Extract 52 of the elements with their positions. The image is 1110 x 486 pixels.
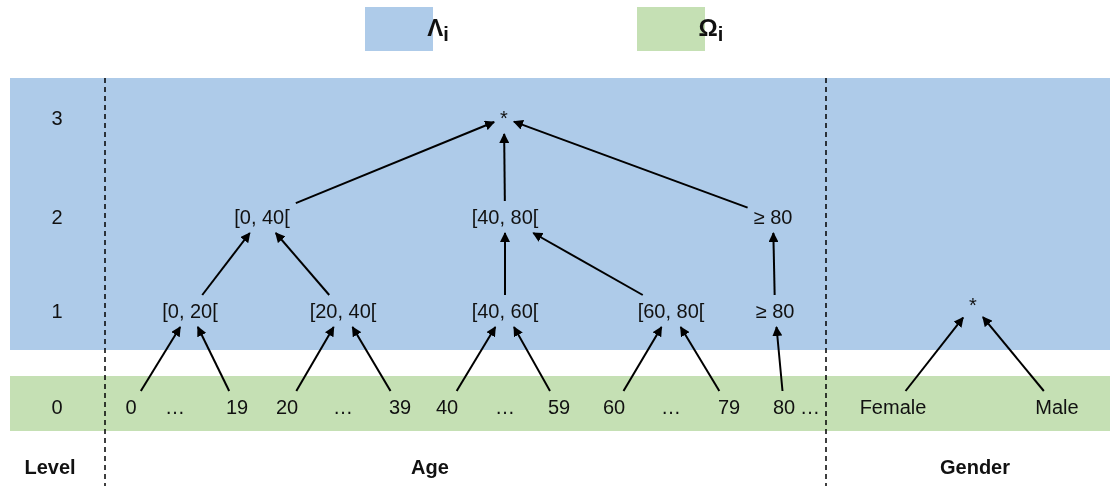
value-label: [0, 40[ [231,204,293,230]
level-number: 3 [51,107,63,129]
value-label: 80 [769,394,799,420]
value-label: [20, 40[ [306,298,380,324]
value-label: 59 [544,394,574,420]
value-label: 40 [432,394,462,420]
ellipsis: … [495,396,515,418]
ellipsis: … [661,396,681,418]
value-label: [40, 60[ [468,298,542,324]
column-heading: Gender [940,456,1010,478]
arrow [768,232,779,296]
arrow [981,316,1045,392]
level-number: 0 [51,396,63,418]
column-heading: Age [411,456,449,478]
arrow [139,326,182,392]
arrow [512,120,749,209]
value-label: ≥ 80 [750,204,796,230]
legend-label: Ω$_{i}$ [698,14,724,46]
value-label: * [497,105,511,131]
arrow [351,326,392,392]
value-label: * [966,292,980,318]
arrow [679,326,721,392]
level-number: 1 [51,300,63,322]
value-label: Male [1032,394,1082,420]
arrow [274,232,331,296]
value-label: 39 [385,394,415,420]
arrow [499,133,510,202]
value-label: [40, 80[ [468,204,542,230]
arrow [201,232,251,296]
arrow [622,326,663,392]
level-number: 2 [51,206,63,228]
value-label: Female [856,394,930,420]
ellipsis: … [333,396,353,418]
arrow [500,232,510,296]
value-label: 19 [222,394,252,420]
arrow [772,326,784,392]
value-label: 60 [599,394,629,420]
legend-label: Λ$_{i}$ [427,14,449,46]
value-label: 79 [714,394,744,420]
value-label: ≥ 80 [752,298,798,324]
arrow [294,120,496,205]
ellipsis: … [800,396,820,418]
arrow [904,316,965,392]
arrow [532,232,644,296]
ellipsis: … [165,396,185,418]
column-heading: Level [24,456,76,478]
value-label: [0, 20[ [159,298,221,324]
value-label: [60, 80[ [634,298,708,324]
value-label: 20 [272,394,302,420]
value-label: 0 [122,394,140,420]
arrow [455,326,497,392]
arrow [295,326,335,392]
